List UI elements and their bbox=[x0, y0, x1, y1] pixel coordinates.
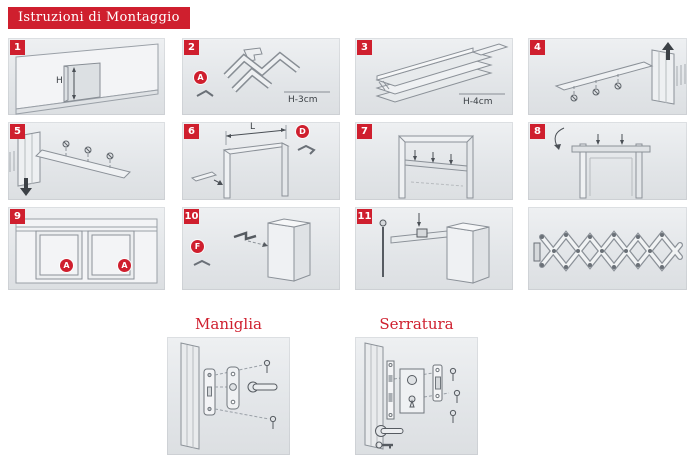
part-marker: A bbox=[118, 259, 131, 272]
lock-exploded-drawing bbox=[364, 342, 461, 450]
handle-panel bbox=[167, 337, 290, 455]
part-marker: A bbox=[60, 259, 73, 272]
step-panel-3: 3 H-4cm bbox=[355, 38, 513, 115]
step-number-badge: 1 bbox=[10, 40, 25, 55]
jamb-screw-mounting-drawing bbox=[554, 42, 686, 105]
page-title: Istruzioni di Montaggio bbox=[18, 10, 180, 25]
step-panel-9: 9 A A bbox=[8, 207, 165, 290]
handle-exploded-drawing bbox=[180, 342, 278, 450]
step-number-badge: 4 bbox=[530, 40, 545, 55]
frame-width-drawing bbox=[190, 125, 316, 199]
wall-opening-drawing bbox=[15, 43, 159, 115]
step-number-badge: 7 bbox=[357, 124, 372, 139]
frame-top-rail-drawing bbox=[554, 127, 651, 199]
pivot-bracket-drawing bbox=[379, 213, 490, 284]
step-panel-10: 10 F bbox=[182, 207, 340, 290]
double-door-drawing bbox=[15, 218, 158, 284]
height-dimension-label: H bbox=[56, 76, 63, 86]
step-number-badge: 2 bbox=[184, 40, 199, 55]
height-dimension-label: H-4cm bbox=[463, 97, 493, 107]
title-banner: Istruzioni di Montaggio bbox=[8, 7, 190, 29]
width-dimension-label: L bbox=[250, 122, 256, 132]
step-panel-5: 5 bbox=[8, 122, 165, 200]
step-panel-6: 6 D L bbox=[182, 122, 340, 200]
step-number-badge: 11 bbox=[357, 209, 372, 224]
jamb-screw-mounting-drawing-mirror bbox=[9, 131, 131, 196]
scissor-panel bbox=[528, 207, 687, 290]
part-marker: D bbox=[296, 125, 309, 138]
lock-panel bbox=[355, 337, 478, 455]
frame-profiles-drawing bbox=[196, 47, 330, 97]
step-number-badge: 6 bbox=[184, 124, 199, 139]
step-number-badge: 10 bbox=[184, 209, 199, 224]
corner-clip-drawing bbox=[193, 218, 311, 282]
scissor-mechanism-drawing bbox=[533, 230, 683, 272]
step-panel-8: 8 bbox=[528, 122, 687, 200]
step-panel-2: 2 A H-3cm bbox=[182, 38, 340, 115]
step-number-badge: 8 bbox=[530, 124, 545, 139]
step-panel-11: 11 bbox=[355, 207, 513, 290]
step-panel-4: 4 bbox=[528, 38, 687, 115]
part-marker: A bbox=[194, 71, 207, 84]
part-marker: F bbox=[191, 240, 204, 253]
frame-spreader-drawing bbox=[398, 134, 474, 199]
profile-stack-drawing bbox=[375, 43, 509, 103]
height-dimension-label: H-3cm bbox=[288, 95, 318, 105]
step-panel-1: 1 H bbox=[8, 38, 165, 115]
step-number-badge: 3 bbox=[357, 40, 372, 55]
step-number-badge: 9 bbox=[10, 209, 25, 224]
step-number-badge: 5 bbox=[10, 124, 25, 139]
lock-section-title: Serratura bbox=[379, 315, 454, 333]
handle-section-title: Maniglia bbox=[195, 315, 262, 333]
step-panel-7: 7 bbox=[355, 122, 513, 200]
